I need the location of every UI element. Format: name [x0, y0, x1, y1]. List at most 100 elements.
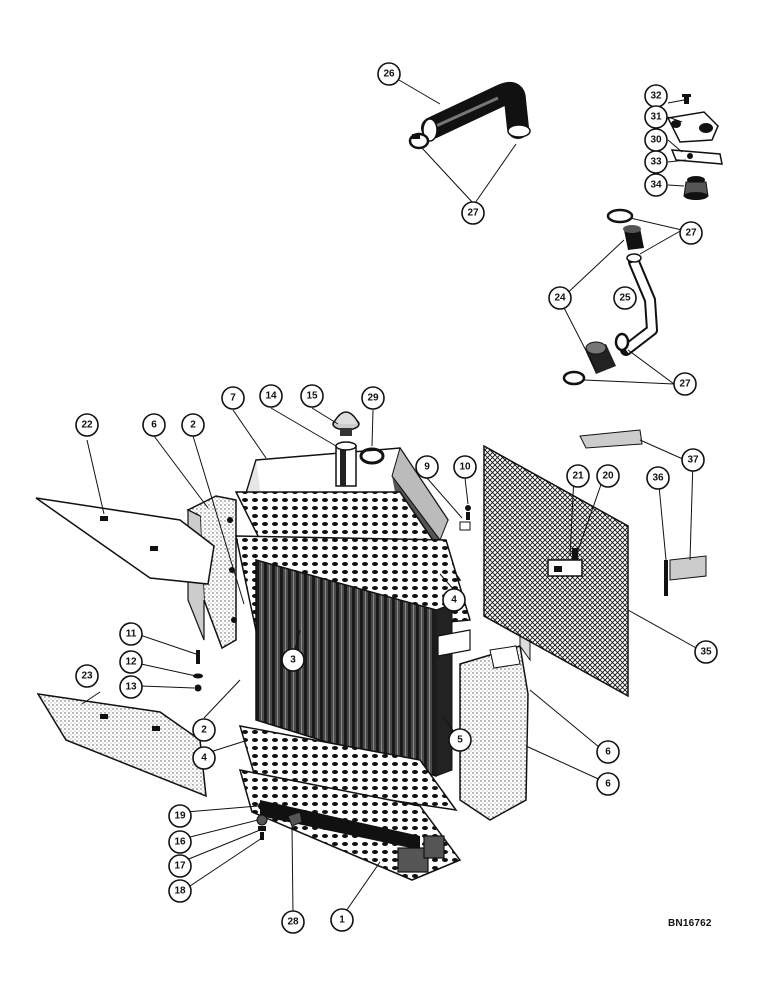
svg-text:11: 11 [126, 629, 137, 640]
svg-text:1: 1 [339, 915, 345, 926]
svg-text:18: 18 [174, 886, 186, 897]
callout-5: 5 [448, 728, 472, 752]
hose-clamp [408, 132, 430, 150]
callout-18: 18 [168, 879, 192, 903]
callout-27-lower-hose-top: 27 [679, 221, 703, 245]
svg-text:19: 19 [174, 811, 186, 822]
water-outlet-elbow [666, 111, 719, 143]
thermostat-bolt [682, 94, 691, 104]
callout-11: 11 [119, 622, 143, 646]
svg-text:4: 4 [451, 595, 457, 606]
callout-30: 30 [644, 128, 668, 152]
callout-22: 22 [75, 413, 99, 437]
svg-text:6: 6 [605, 747, 611, 758]
figure-reference-code: BN16762 [668, 918, 712, 929]
callout-15: 15 [300, 384, 324, 408]
svg-text:6: 6 [151, 420, 157, 431]
svg-text:4: 4 [201, 753, 207, 764]
lower-hose-clamp-lower [562, 332, 630, 386]
callout-8-right: 6 [596, 740, 620, 764]
callout-37: 37 [681, 448, 705, 472]
screen-rod [579, 429, 668, 596]
callout-35: 35 [694, 640, 718, 664]
svg-text:37: 37 [687, 455, 699, 466]
callout-33: 33 [644, 150, 668, 174]
svg-text:24: 24 [554, 293, 566, 304]
core-side-gasket [437, 629, 471, 657]
callout-24: 24 [548, 286, 572, 310]
svg-text:34: 34 [650, 180, 662, 191]
svg-text:23: 23 [81, 671, 93, 682]
callout-28: 28 [281, 910, 305, 934]
svg-text:14: 14 [265, 391, 277, 402]
callout-32: 32 [644, 84, 668, 108]
svg-text:12: 12 [125, 657, 137, 668]
lower-hose-upper [623, 225, 644, 250]
svg-text:10: 10 [459, 462, 471, 473]
callout-16: 16 [168, 830, 192, 854]
callout-3: 3 [281, 648, 305, 672]
svg-text:27: 27 [467, 208, 479, 219]
svg-text:35: 35 [700, 647, 712, 658]
svg-text:2: 2 [190, 420, 196, 431]
callout-27-upper-hose: 27 [461, 201, 485, 225]
svg-text:20: 20 [602, 471, 614, 482]
upper-hose [421, 81, 531, 142]
callout-13: 13 [119, 675, 143, 699]
radiator-cap [332, 411, 360, 436]
svg-text:27: 27 [679, 379, 691, 390]
callout-26: 26 [377, 62, 401, 86]
svg-text:28: 28 [287, 917, 299, 928]
thermostat-gasket [670, 149, 723, 165]
callout-9: 9 [415, 455, 439, 479]
svg-text:17: 17 [174, 861, 186, 872]
svg-text:6: 6 [605, 779, 611, 790]
callout-31: 31 [644, 105, 668, 129]
cap-gasket [359, 447, 385, 465]
callout-10: 10 [453, 455, 477, 479]
svg-text:26: 26 [383, 69, 395, 80]
svg-text:15: 15 [306, 391, 318, 402]
screen-latch [547, 548, 583, 577]
filler-neck [335, 441, 357, 487]
lower-hose-lower [585, 341, 616, 374]
callout-4-lower: 4 [192, 746, 216, 770]
callout-34: 34 [644, 173, 668, 197]
svg-text:36: 36 [652, 473, 664, 484]
lower-hose-clamp-upper [606, 208, 634, 224]
thermostat [683, 176, 709, 200]
lower-water-pipe [620, 253, 658, 356]
callout-1: 1 [330, 908, 354, 932]
svg-text:30: 30 [650, 135, 662, 146]
svg-text:29: 29 [367, 393, 379, 404]
callout-19: 19 [168, 804, 192, 828]
svg-text:21: 21 [572, 471, 584, 482]
hardware-bolts [193, 505, 471, 840]
svg-text:31: 31 [650, 112, 662, 123]
callout-2-lower: 2 [192, 718, 216, 742]
callout-2-upper: 2 [181, 413, 205, 437]
callout-20: 20 [596, 464, 620, 488]
svg-text:25: 25 [619, 293, 631, 304]
bottom-gasket [238, 725, 458, 812]
svg-text:5: 5 [457, 735, 463, 746]
callout-12: 12 [119, 650, 143, 674]
svg-text:3: 3 [290, 655, 296, 666]
callout-4-upper: 4 [442, 588, 466, 612]
callout-21: 21 [566, 464, 590, 488]
callout-23: 23 [75, 664, 99, 688]
svg-text:33: 33 [650, 157, 662, 168]
callout-8-left: 6 [142, 413, 166, 437]
svg-text:22: 22 [81, 420, 93, 431]
svg-text:27: 27 [685, 228, 697, 239]
lower-baffle [36, 693, 207, 798]
svg-text:13: 13 [125, 682, 137, 693]
callout-14: 14 [259, 384, 283, 408]
svg-text:16: 16 [174, 837, 186, 848]
svg-text:32: 32 [650, 91, 662, 102]
callout-27-lower-hose-bottom: 27 [673, 372, 697, 396]
callout-17: 17 [168, 854, 192, 878]
callout-36: 36 [646, 466, 670, 490]
screen-strap [669, 555, 707, 581]
